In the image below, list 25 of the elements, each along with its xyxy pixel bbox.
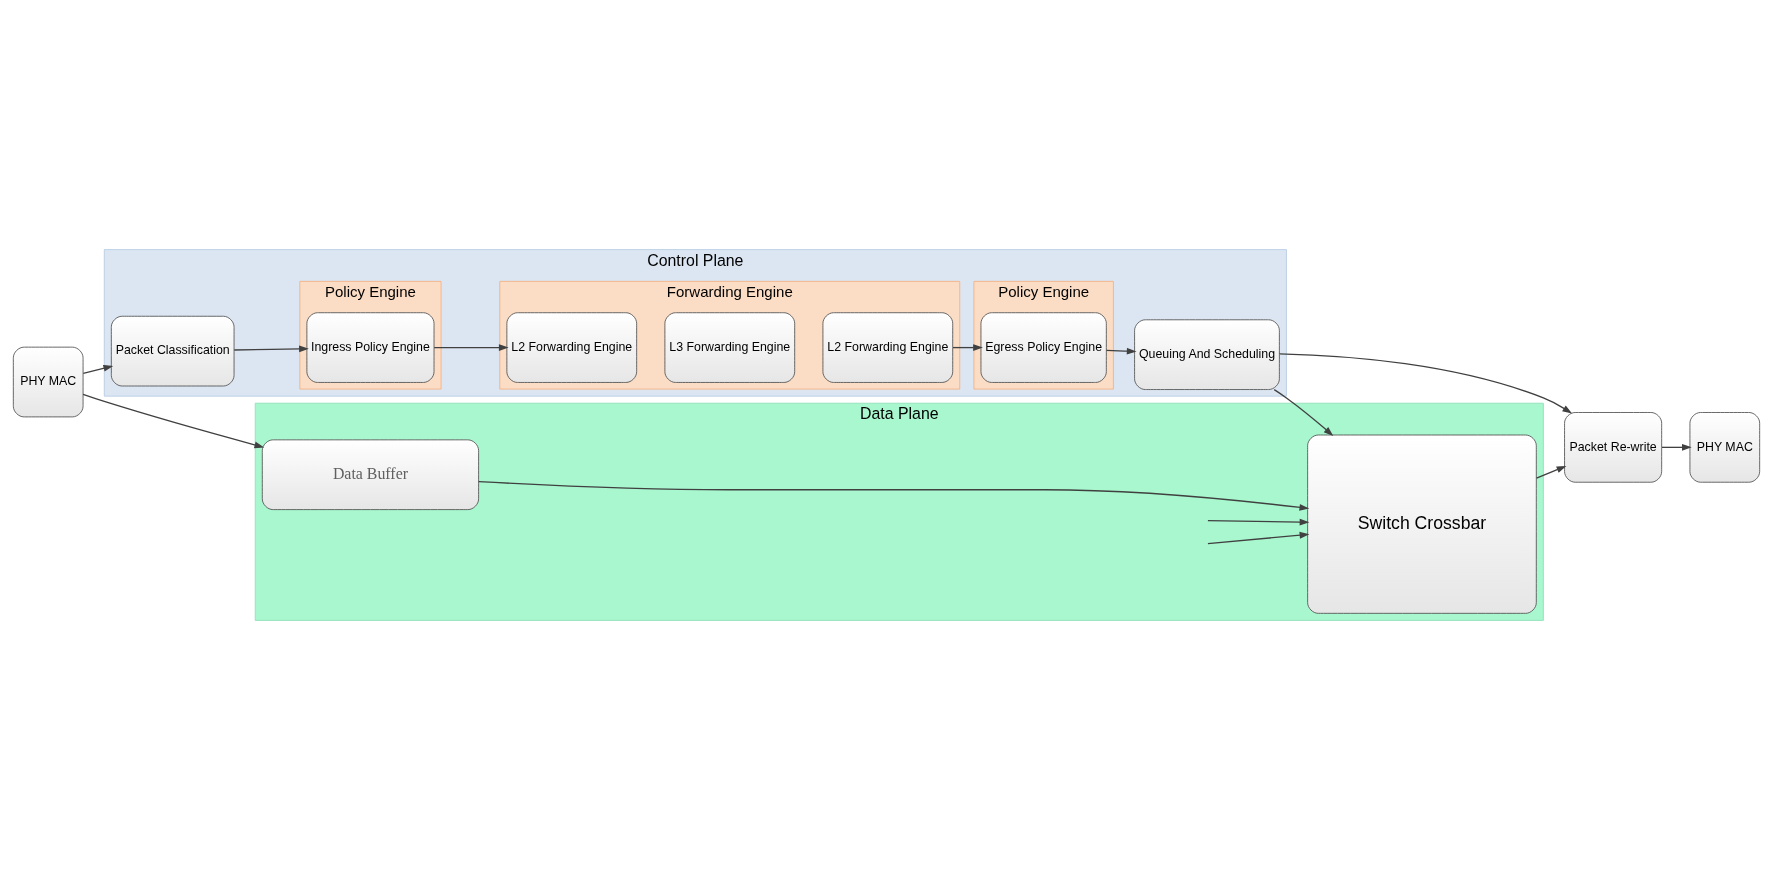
arrow [1273,388,1334,436]
node-box: L2 Forwarding Engine [506,311,638,383]
node-box: PHY MAC [1689,411,1761,483]
node-box: Ingress Policy Engine [306,311,435,383]
node-box: L2 Forwarding Engine [822,311,954,383]
arrow [233,344,309,352]
node-box: Packet Re-write [1564,411,1663,483]
arrow [433,343,509,351]
arrow [82,364,114,374]
arrow [82,393,265,448]
arrow [1661,443,1692,451]
arrow [1207,518,1310,526]
node-box: L3 Forwarding Engine [664,311,796,383]
node-box: Switch Crossbar [1307,434,1537,614]
arrow [952,343,983,351]
node-box: PHY MAC [12,346,84,417]
arrow [1207,531,1310,544]
node-box: Packet Classification [110,315,235,386]
node-box: Queuing And Scheduling [1134,318,1280,390]
arrow [478,480,1310,511]
arrow [1105,347,1137,355]
node-box: Egress Policy Engine [980,311,1107,383]
arrow [1278,352,1573,414]
arrow [1535,465,1567,479]
node-box: Data Buffer [261,438,480,510]
